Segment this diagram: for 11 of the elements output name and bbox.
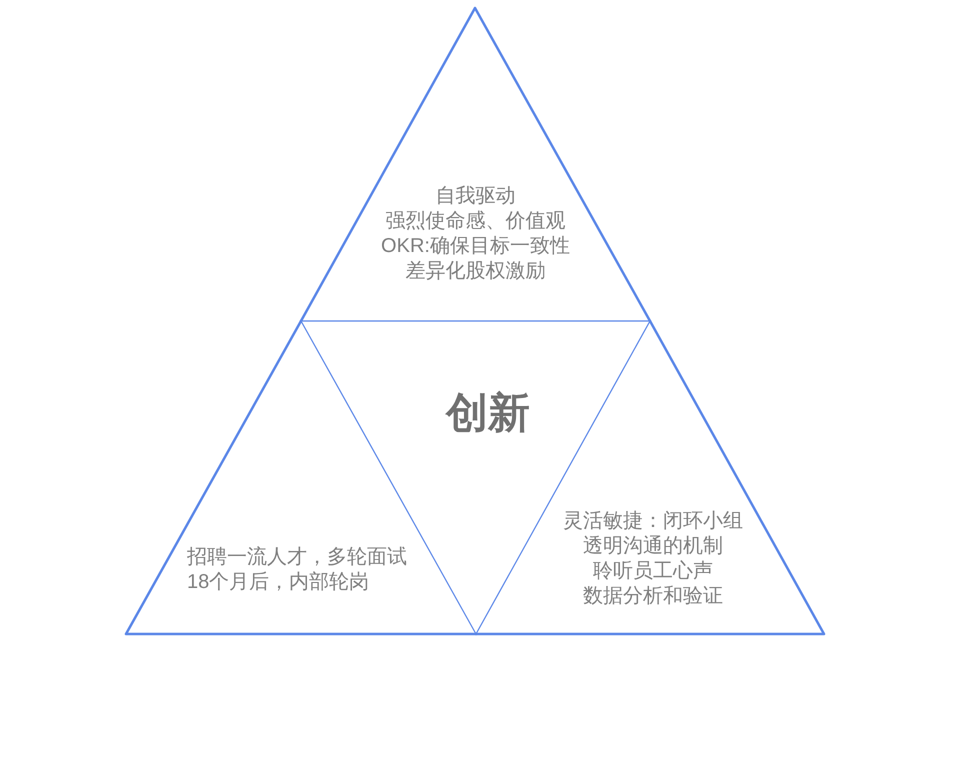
point-text: 数据分析和验证 [583,584,723,609]
center-title: 创新 [446,388,530,438]
point-text: 招聘一流人才，多轮面试 [187,545,407,570]
point-text: 18个月后，内部轮岗 [187,570,370,595]
point-text: 强烈使命感、价值观 [386,209,566,234]
point-text: OKR:确保目标一致性 [381,234,570,259]
point-text: 聆听员工心声 [593,559,713,584]
point-text: 差异化股权激励 [406,259,546,284]
point-text: 透明沟通的机制 [583,534,723,559]
point-text: 灵活敏捷：闭环小组 [563,509,743,534]
point-text: 自我驱动 [436,184,516,209]
